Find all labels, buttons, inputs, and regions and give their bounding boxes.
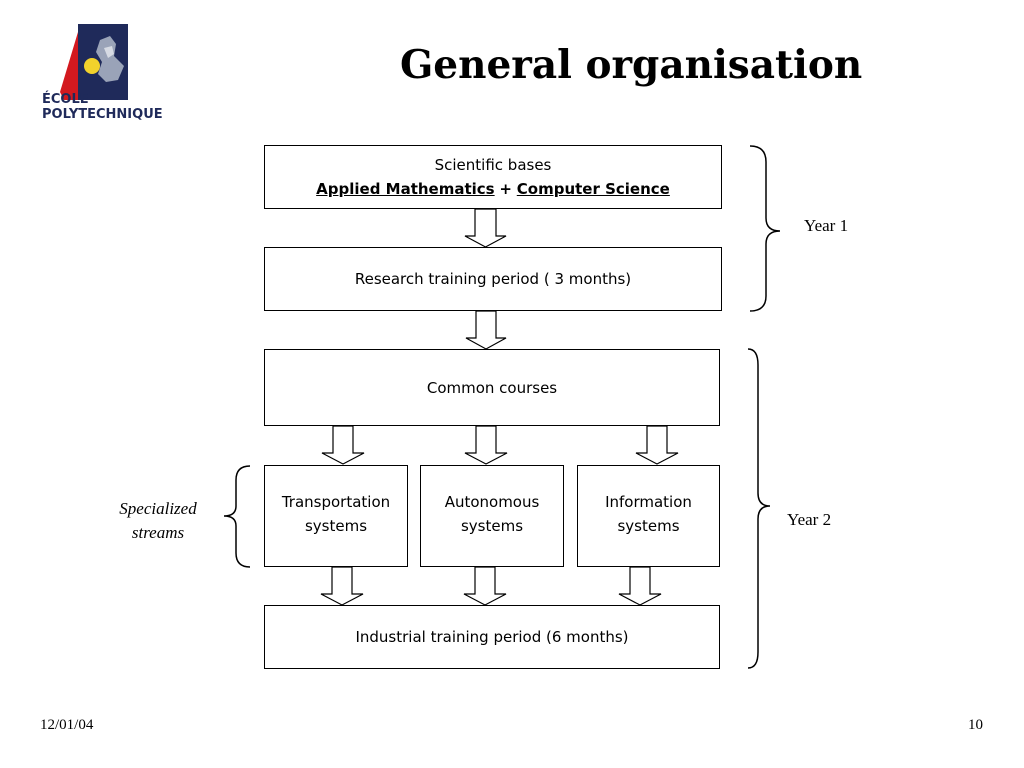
box-industrial-training: Industrial training period (6 months) xyxy=(264,605,720,669)
arrow-down xyxy=(464,425,508,465)
scientific-bases-label: Scientific bases xyxy=(434,156,552,174)
arrow-down xyxy=(635,425,679,465)
year2-label: Year 2 xyxy=(787,510,832,529)
autonomous-line1: Autonomous xyxy=(444,493,540,511)
year2-brace xyxy=(747,348,771,669)
ecole-polytechnique-logo: ÉCOLE POLYTECHNIQUE xyxy=(40,22,180,122)
common-courses-label: Common courses xyxy=(426,379,558,397)
industrial-training-label: Industrial training period (6 months) xyxy=(355,628,629,646)
arrow-down xyxy=(465,310,507,350)
transportation-line1: Transportation xyxy=(281,493,391,511)
box-information-systems: Information systems xyxy=(577,465,720,567)
page-title: General organisation xyxy=(400,42,863,88)
logo-text-ecole: ÉCOLE xyxy=(42,92,89,107)
plus-sign: + xyxy=(499,180,512,198)
information-line2: systems xyxy=(617,517,680,535)
applied-mathematics: Applied Mathematics xyxy=(316,180,495,198)
specialized-streams-label: Specialized streams xyxy=(100,497,216,545)
specialized-brace xyxy=(223,465,251,568)
logo-text-polytechnique: POLYTECHNIQUE xyxy=(42,107,163,122)
logo-graphic xyxy=(60,24,128,100)
autonomous-line2: systems xyxy=(460,517,524,535)
subjects-line: Applied Mathematics + Computer Science xyxy=(316,177,670,201)
box-scientific-bases: Scientific bases Applied Mathematics + C… xyxy=(264,145,722,209)
box-research-training: Research training period ( 3 months) xyxy=(264,247,722,311)
specialized-line1: Specialized xyxy=(119,499,197,518)
arrow-down xyxy=(464,208,507,248)
arrow-down xyxy=(463,566,507,606)
footer-date: 12/01/04 xyxy=(40,717,94,733)
computer-science: Computer Science xyxy=(516,180,670,198)
arrow-down xyxy=(618,566,662,606)
year1-label: Year 1 xyxy=(804,216,849,235)
box-autonomous-systems: Autonomous systems xyxy=(420,465,564,567)
year1-brace xyxy=(749,145,781,312)
transportation-line2: systems xyxy=(304,517,368,535)
arrow-down xyxy=(320,566,364,606)
information-line1: Information xyxy=(605,493,692,511)
research-training-label: Research training period ( 3 months) xyxy=(354,270,632,288)
page-number: 10 xyxy=(968,717,983,733)
box-common-courses: Common courses xyxy=(264,349,720,426)
box-transportation-systems: Transportation systems xyxy=(264,465,408,567)
specialized-line2: streams xyxy=(131,523,185,542)
arrow-down xyxy=(321,425,365,465)
